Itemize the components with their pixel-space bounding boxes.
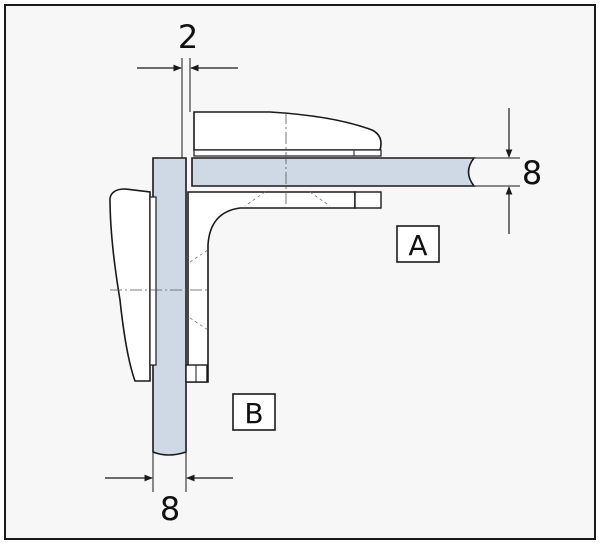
clamp-gasket-bottom-a (354, 191, 382, 209)
clamp-cover-left (109, 188, 151, 382)
clamp-body (187, 191, 356, 383)
clamp-cover-top (193, 111, 382, 151)
dimension-gap-label: 2 (178, 18, 198, 56)
dimension-glass-b-label: 8 (160, 490, 180, 528)
clamp-gasket-top (193, 149, 382, 157)
panel-b-label: B (244, 397, 263, 430)
dimension-glass-a-label: 8 (522, 154, 542, 192)
hidden-bolt-a (244, 191, 331, 207)
panel-b-box (232, 393, 276, 431)
glass-pane-b (152, 157, 187, 456)
hidden-bolt-b (189, 249, 209, 331)
diagram-frame (4, 4, 596, 540)
panel-a-box (396, 225, 440, 263)
glass-pane-a (191, 157, 476, 187)
panel-a-label: A (408, 229, 427, 262)
clamp-gasket-left (149, 196, 157, 366)
